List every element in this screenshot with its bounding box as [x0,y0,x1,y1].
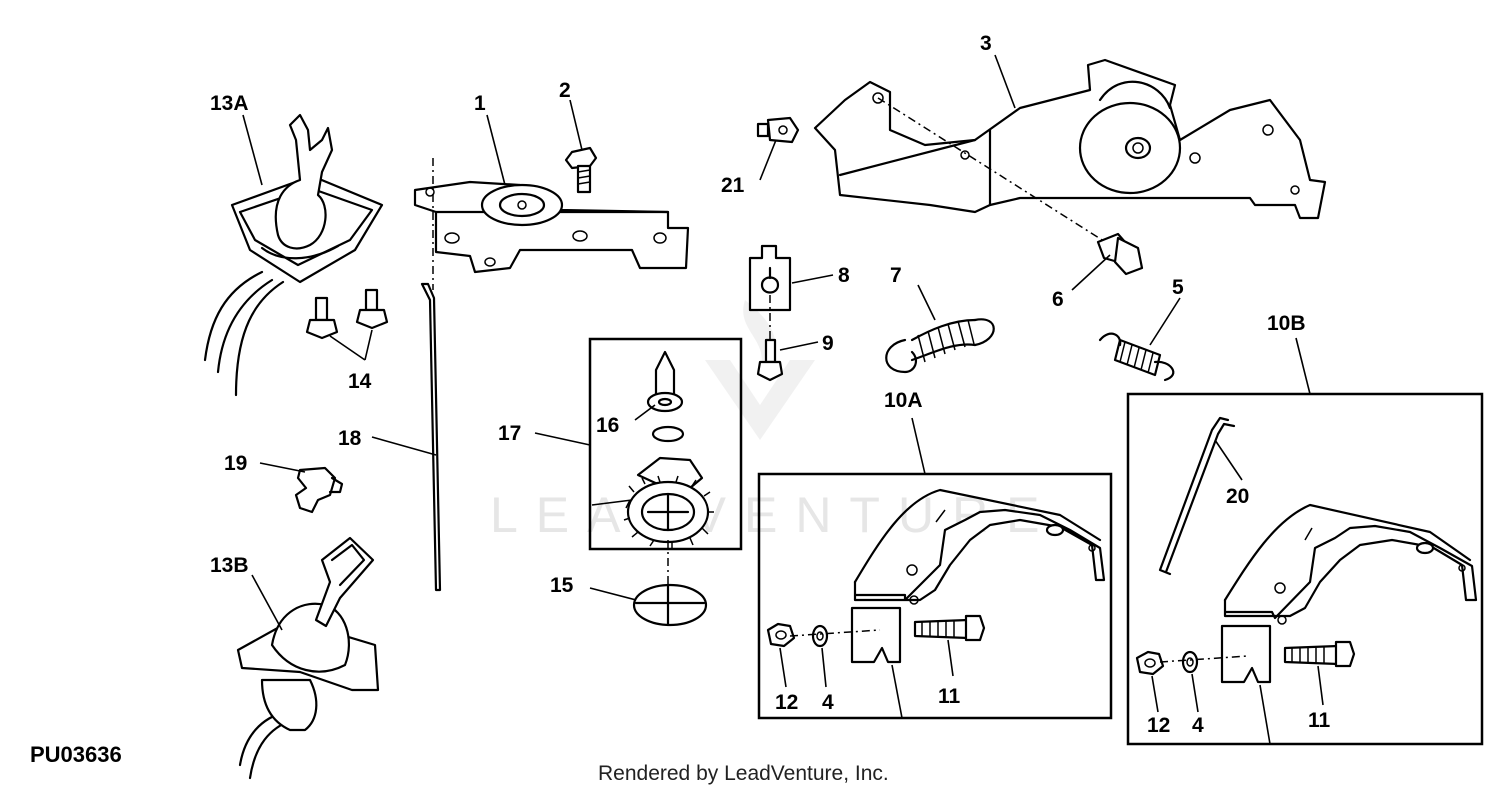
callout-14: 14 [348,370,372,393]
part-4-washer-10a [811,624,829,648]
callout-11-10b: 11 [1308,709,1331,732]
part-gear [623,456,714,549]
part-11-bolt-10a [913,614,986,642]
kit-10a-box [757,472,1113,720]
part-21-fitting [756,116,800,144]
callout-7: 7 [890,264,902,287]
part-8-clip [748,244,792,312]
callout-9: 9 [822,332,834,355]
callout-20: 20 [1226,485,1249,508]
callout-2: 2 [559,79,571,102]
callout-8: 8 [838,264,850,287]
part-10a-bracket [850,488,1106,664]
callout-11-10a: 11 [938,685,961,708]
callout-4-10a: 4 [822,691,834,714]
part-11-bolt-10b [1283,640,1356,668]
part-15-disc [632,583,708,627]
part-4-washer-10b [1181,650,1199,674]
part-13a-shifter [203,113,384,397]
callout-13b: 13B [210,554,249,577]
callout-12-10a: 12 [775,691,798,714]
callout-13a: 13A [210,92,249,115]
callout-21: 21 [721,174,745,197]
kit-17-box [588,337,743,551]
part-3-bracket [813,58,1327,220]
leader-lines [242,54,1324,745]
callout-5: 5 [1172,276,1184,299]
callout-4-10b: 4 [1192,714,1204,737]
kit-10b-box [1126,392,1484,746]
part-12-nut-10b [1135,650,1165,676]
callout-3: 3 [980,32,992,55]
callout-17: 17 [498,422,521,445]
part-7-spring [885,318,995,374]
part-10b-bracket [1220,503,1478,684]
callout-16: 16 [596,414,619,437]
callout-10a: 10A [884,389,923,412]
callout-10b: 10B [1267,312,1306,335]
part-20-rod [1158,416,1236,576]
part-9-screw [756,338,784,382]
callout-1: 1 [474,92,486,115]
centerline-3-6 [877,97,1119,251]
figure-id: PU03636 [30,742,122,767]
part-6-bolt [1096,232,1144,276]
part-2-bolt [564,146,598,194]
callout-19: 19 [224,452,247,475]
credit-text: Rendered by LeadVenture, Inc. [598,762,889,785]
callout-15: 15 [550,574,574,597]
part-19-clip [294,466,344,514]
part-14-bolts [305,288,389,340]
centerline-10a [789,629,881,637]
part-16-washer [646,391,685,443]
part-13b-shifter [236,536,380,780]
callout-12-10b: 12 [1147,714,1170,737]
part-1-bracket [413,180,690,274]
callout-18: 18 [338,427,362,450]
part-12-nut-10a [766,622,796,648]
callout-6: 6 [1052,288,1064,311]
centerline-10b [1159,655,1249,663]
part-18-rod [420,282,442,592]
part-5-spring [1098,332,1175,382]
